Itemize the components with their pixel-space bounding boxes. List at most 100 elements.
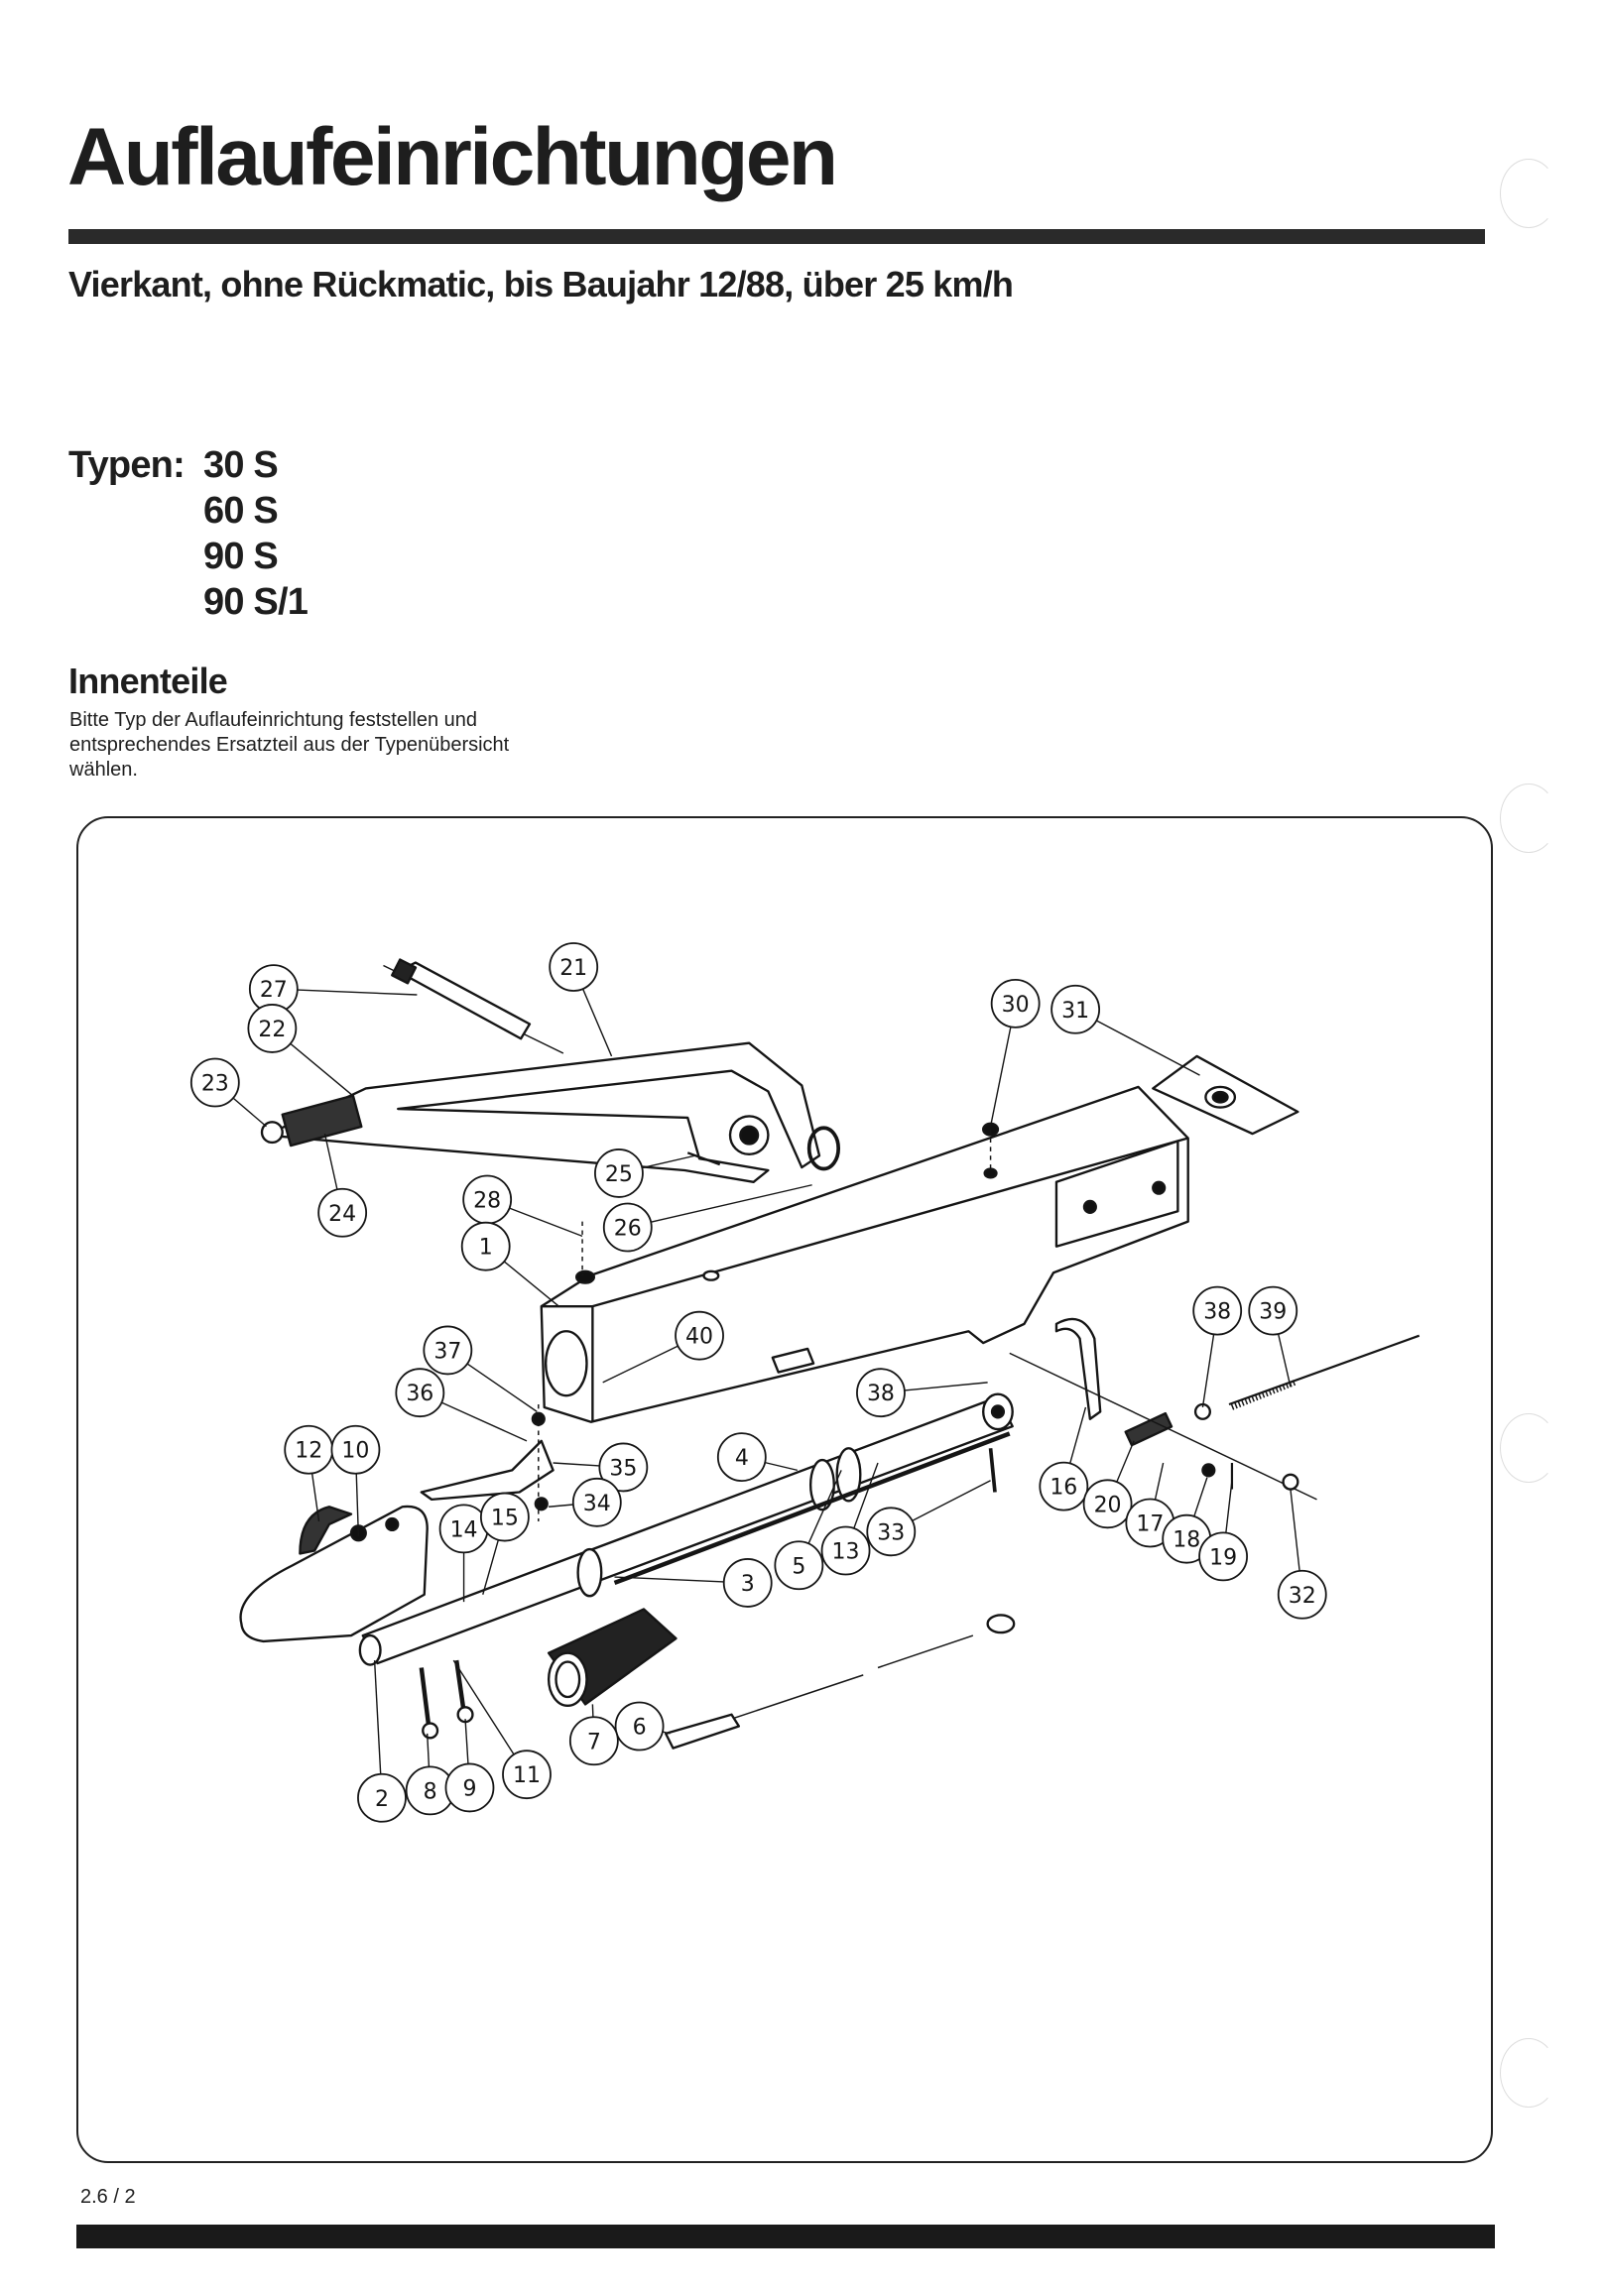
plate-part: [1152, 1054, 1299, 1136]
callout-leader-line: [912, 1480, 991, 1521]
callout-circle: [247, 1004, 298, 1053]
callout-number: 38: [867, 1382, 895, 1406]
section-text: Bitte Typ der Auflaufeinrichtung festste…: [69, 709, 510, 781]
callout-circle: [479, 1492, 530, 1542]
callout-leader-line: [614, 1576, 724, 1583]
callout-leader-line: [765, 1461, 799, 1472]
callout-number: 32: [1289, 1584, 1316, 1609]
callout-leader-line: [323, 1133, 338, 1190]
callout-number: 13: [832, 1540, 860, 1565]
callout-circle: [189, 1057, 240, 1108]
callout-circle: [423, 1325, 473, 1376]
callout-number: 18: [1173, 1528, 1200, 1553]
callout-number: 17: [1136, 1511, 1164, 1536]
diagram-frame: [76, 816, 1493, 2163]
lever-bracket-part: [420, 1404, 555, 1522]
callout-leader-line: [1225, 1480, 1233, 1533]
section-heading: Innenteile: [68, 661, 228, 701]
callout-leader-line: [662, 1731, 671, 1735]
callout-leader-line: [440, 1401, 528, 1442]
callout-number: 19: [1209, 1545, 1237, 1570]
callout-circle: [1050, 984, 1101, 1034]
callout-circle: [990, 978, 1041, 1028]
callout-circle: [716, 1432, 767, 1482]
breakaway-cable-part: [664, 1614, 1016, 1750]
callout-number: 6: [633, 1716, 647, 1741]
callout-number: 26: [614, 1217, 642, 1242]
callout-number: 3: [741, 1572, 755, 1597]
callout-circle: [444, 1762, 495, 1813]
callout-circle: [820, 1525, 871, 1576]
callout-leader-line: [297, 989, 418, 996]
callout-leader-line: [466, 1363, 538, 1412]
callout-number: 7: [587, 1730, 601, 1754]
callout-circle: [502, 1750, 552, 1800]
callout-leader-line: [1069, 1406, 1087, 1464]
callout-number: 30: [1002, 993, 1030, 1018]
brake-linkage-part: [1009, 1317, 1420, 1501]
callout-number: 36: [406, 1382, 433, 1406]
callout-leader-line: [509, 1207, 583, 1238]
callout-circle: [602, 1202, 653, 1253]
callout-number: 12: [295, 1439, 322, 1464]
callout-number: 38: [1203, 1300, 1231, 1325]
page-subtitle: Vierkant, ohne Rückmatic, bis Baujahr 12…: [68, 264, 1014, 304]
drawbar-tube-part: [358, 1392, 1014, 1666]
callout-circle: [1192, 1285, 1243, 1336]
callout-leader-line: [503, 1261, 559, 1307]
callout-leader-line: [232, 1097, 267, 1128]
callout-leader-line: [310, 1473, 320, 1522]
type-item: 60 S: [203, 490, 279, 532]
callout-leader-line: [807, 1470, 842, 1544]
callout-number: 39: [1259, 1300, 1287, 1325]
callout-leader-line: [904, 1382, 988, 1391]
callout-circle: [866, 1507, 917, 1557]
callout-circle: [1039, 1461, 1089, 1511]
callout-circle: [395, 1368, 445, 1418]
callout-leader-line: [1201, 1334, 1215, 1408]
type-item: 90 S: [203, 536, 279, 577]
title-rule: [68, 229, 1485, 244]
callout-leader-line: [853, 1462, 879, 1529]
bellows-part: [547, 1608, 678, 1708]
callout-leader-line: [549, 1504, 573, 1508]
callout-number: 2: [375, 1787, 389, 1812]
callout-leader-line: [482, 1539, 500, 1595]
callout-number: 25: [605, 1162, 633, 1187]
callout-circle: [1248, 1285, 1298, 1336]
callout-number: 22: [258, 1018, 286, 1042]
callout-leader-line: [464, 1719, 469, 1764]
callout-number: 15: [491, 1507, 519, 1531]
callout-circle: [549, 942, 599, 992]
callout-number: 33: [877, 1520, 905, 1545]
callout-leader-line: [373, 1660, 382, 1774]
callout-circle: [675, 1310, 724, 1361]
type-item: 30 S: [203, 444, 279, 486]
callout-circle: [357, 1772, 407, 1823]
callout-circle: [856, 1368, 906, 1418]
callout-leader-line: [355, 1473, 360, 1536]
callout-leader-line: [989, 1027, 1012, 1127]
types-list: Typen:30 S 60 S 90 S 90 S/1: [68, 442, 309, 625]
callout-leader-line: [651, 1184, 812, 1223]
callout-circle: [460, 1221, 511, 1271]
callout-number: 5: [792, 1554, 805, 1579]
callout-circle: [1277, 1569, 1327, 1620]
callout-circle: [722, 1558, 773, 1608]
callout-circle: [598, 1442, 649, 1493]
bolt-parts: [419, 1659, 474, 1740]
callout-number: 28: [473, 1189, 501, 1214]
callout-number: 14: [450, 1517, 478, 1542]
callout-leader-line: [452, 1659, 515, 1755]
pin-part: [383, 958, 564, 1054]
callout-circle: [317, 1187, 368, 1238]
callout-leader-line: [581, 988, 613, 1057]
callout-number: 35: [609, 1456, 637, 1481]
callout-circle: [571, 1477, 622, 1527]
coupling-head-part: [239, 1505, 429, 1643]
page-number: 2.6 / 2: [80, 2186, 136, 2208]
callout-circle: [594, 1148, 644, 1198]
page-title: Auflaufeinrichtungen: [67, 112, 838, 202]
callout-leader-line: [642, 1154, 695, 1169]
